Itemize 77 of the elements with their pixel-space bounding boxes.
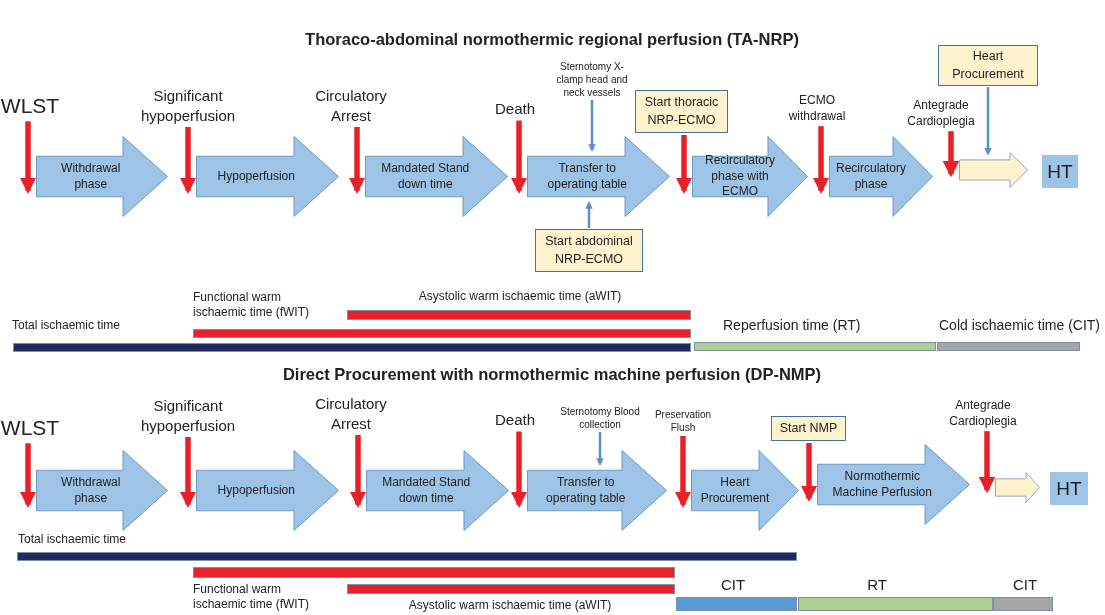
event-label: WLST bbox=[0, 92, 60, 120]
event-label: Death bbox=[485, 410, 545, 430]
arrow bbox=[585, 201, 593, 228]
arrow bbox=[510, 431, 528, 509]
outcome-box: HT bbox=[1050, 472, 1088, 505]
phase-label: Mandated Stand down time bbox=[381, 475, 472, 507]
arrow bbox=[588, 100, 596, 152]
event-label: Circulatory Arrest bbox=[296, 86, 406, 125]
phase-block bbox=[366, 450, 509, 531]
arrow bbox=[348, 127, 366, 195]
phase-block bbox=[36, 450, 168, 531]
note-box: Start thoracic NRP-ECMO bbox=[635, 90, 728, 133]
phase-block bbox=[527, 450, 667, 531]
event-label: Sternotomy X-clamp head and neck vessels bbox=[552, 60, 632, 99]
bar-label: Asystolic warm ischaemic time (aWIT) bbox=[417, 289, 623, 304]
note-box: Heart Procurement bbox=[938, 45, 1038, 86]
outcome-box: HT bbox=[1042, 155, 1078, 188]
pointer-shape bbox=[959, 152, 1028, 188]
arrow bbox=[812, 126, 830, 195]
phase-label: Withdrawal phase bbox=[60, 475, 122, 507]
phase-block bbox=[36, 136, 168, 217]
phase-block bbox=[365, 136, 508, 217]
phase-block bbox=[817, 444, 970, 525]
phase-block bbox=[196, 450, 339, 531]
arrow bbox=[179, 437, 197, 509]
bar-label: Reperfusion time (RT) bbox=[723, 317, 862, 335]
arrow bbox=[675, 135, 693, 195]
note-box: Start abdominal NRP-ECMO bbox=[535, 229, 643, 272]
phase-label: Hypoperfusion bbox=[216, 482, 296, 499]
event-label: WLST bbox=[0, 414, 60, 442]
bar-label: Total ischaemic time bbox=[18, 532, 128, 547]
bar-label: Total ischaemic time bbox=[12, 318, 122, 333]
phase-block bbox=[527, 136, 670, 217]
bar-label: CIT bbox=[1011, 576, 1039, 595]
phase-block bbox=[196, 136, 339, 217]
phase-label: Normothermic Machine Perfusion bbox=[831, 469, 933, 501]
arrow bbox=[942, 131, 960, 178]
arrow bbox=[984, 87, 992, 156]
arrow bbox=[19, 121, 37, 195]
section-heading: Direct Procurement with normothermic machine perfusion (DP-NMP) bbox=[281, 365, 823, 384]
phase-block bbox=[692, 136, 808, 217]
bar-label: CIT bbox=[719, 576, 747, 595]
phase-label: Transfer to operating table bbox=[545, 475, 627, 507]
event-label: ECMO withdrawal bbox=[772, 93, 862, 125]
pointer-shape bbox=[995, 472, 1040, 503]
phase-label: Heart Procurement bbox=[699, 475, 771, 507]
bar-label: RT bbox=[866, 576, 888, 595]
phase-label: Recirculatory phase bbox=[835, 161, 907, 193]
section-heading: Thoraco-abdominal normothermic regional perfusion (TA-NRP) bbox=[304, 30, 800, 49]
phase-block bbox=[829, 136, 933, 217]
arrow bbox=[596, 432, 604, 466]
event-label: Antegrade Cardioplegia bbox=[891, 98, 991, 130]
phase-label: Transfer to operating table bbox=[546, 161, 628, 193]
event-label: Circulatory Arrest bbox=[296, 394, 406, 433]
phase-label: Withdrawal phase bbox=[60, 161, 122, 193]
arrow bbox=[800, 443, 818, 503]
arrow bbox=[978, 431, 996, 494]
arrow bbox=[674, 436, 692, 509]
event-label: Sternotomy Blood collection bbox=[560, 405, 640, 431]
arrow bbox=[179, 127, 197, 195]
bar-label: Cold ischaemic time (CIT) bbox=[939, 317, 1102, 335]
arrow bbox=[19, 443, 37, 509]
arrow bbox=[349, 435, 367, 509]
event-label: Significant hypoperfusion bbox=[123, 396, 253, 435]
phase-label: Hypoperfusion bbox=[216, 168, 296, 185]
event-label: Significant hypoperfusion bbox=[123, 86, 253, 125]
event-label: Death bbox=[485, 99, 545, 119]
event-label: Preservation Flush bbox=[653, 408, 713, 434]
event-label: Antegrade Cardioplegia bbox=[933, 398, 1033, 430]
phase-label: Mandated Stand down time bbox=[380, 161, 471, 193]
bar-label: Functional warm ischaemic time (fWIT) bbox=[193, 290, 310, 320]
note-box: Start NMP bbox=[771, 416, 846, 441]
bar-label: Asystolic warm ischaemic time (aWIT) bbox=[407, 598, 613, 613]
phase-block bbox=[691, 450, 799, 531]
phase-label: Recirculatory phase with ECMO bbox=[704, 153, 776, 200]
bar-label: Functional warm ischaemic time (fWIT) bbox=[193, 582, 310, 612]
arrow bbox=[510, 120, 528, 195]
